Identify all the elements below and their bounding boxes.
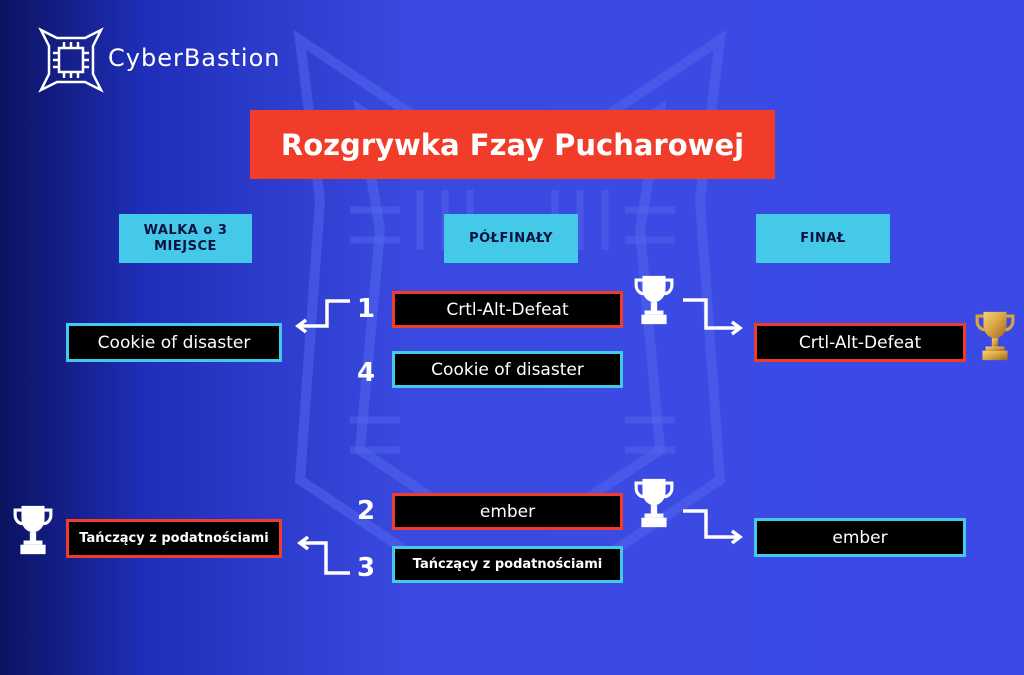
connector-arrowhead [730,320,743,336]
column-header-final: FINAŁ [756,214,890,263]
semifinal-team-box: Tańczący z podatnościami [392,546,623,583]
seed-number: 2 [357,496,376,526]
final-team-box: ember [754,518,966,557]
brand-name: CyberBastion [108,44,281,72]
connector-semifinal1-final [683,298,740,330]
chip-fortress-logo-icon [38,27,104,93]
final-team-box: Crtl-Alt-Defeat [754,323,966,362]
column-header-third-place: WALKA o 3 MIEJSCE [119,214,252,263]
seed-number: 4 [357,358,376,388]
connector-semifinal2-final [683,509,740,539]
connector-arrowhead [295,318,308,334]
page-title: Rozgrywka Fzay Pucharowej [250,110,775,179]
connector-seed1-third-place [298,299,350,328]
seed-number: 3 [357,553,376,583]
connector-seed3-third-place [300,541,350,575]
seed-number: 1 [357,294,376,324]
semifinal-team-box: Crtl-Alt-Defeat [392,291,623,328]
connector-arrowhead [730,529,743,545]
connector-arrowhead [297,535,310,551]
trophy-icon [13,505,53,555]
trophy-icon [634,275,674,325]
gold-trophy-icon [975,311,1015,361]
trophy-icon [634,478,674,528]
semifinal-team-box: Cookie of disaster [392,351,623,388]
semifinal-team-box: ember [392,493,623,530]
column-header-semifinals: PÓŁFINAŁY [444,214,578,263]
third-place-team-box: Cookie of disaster [66,323,282,362]
third-place-team-box: Tańczący z podatnościami [66,519,282,558]
